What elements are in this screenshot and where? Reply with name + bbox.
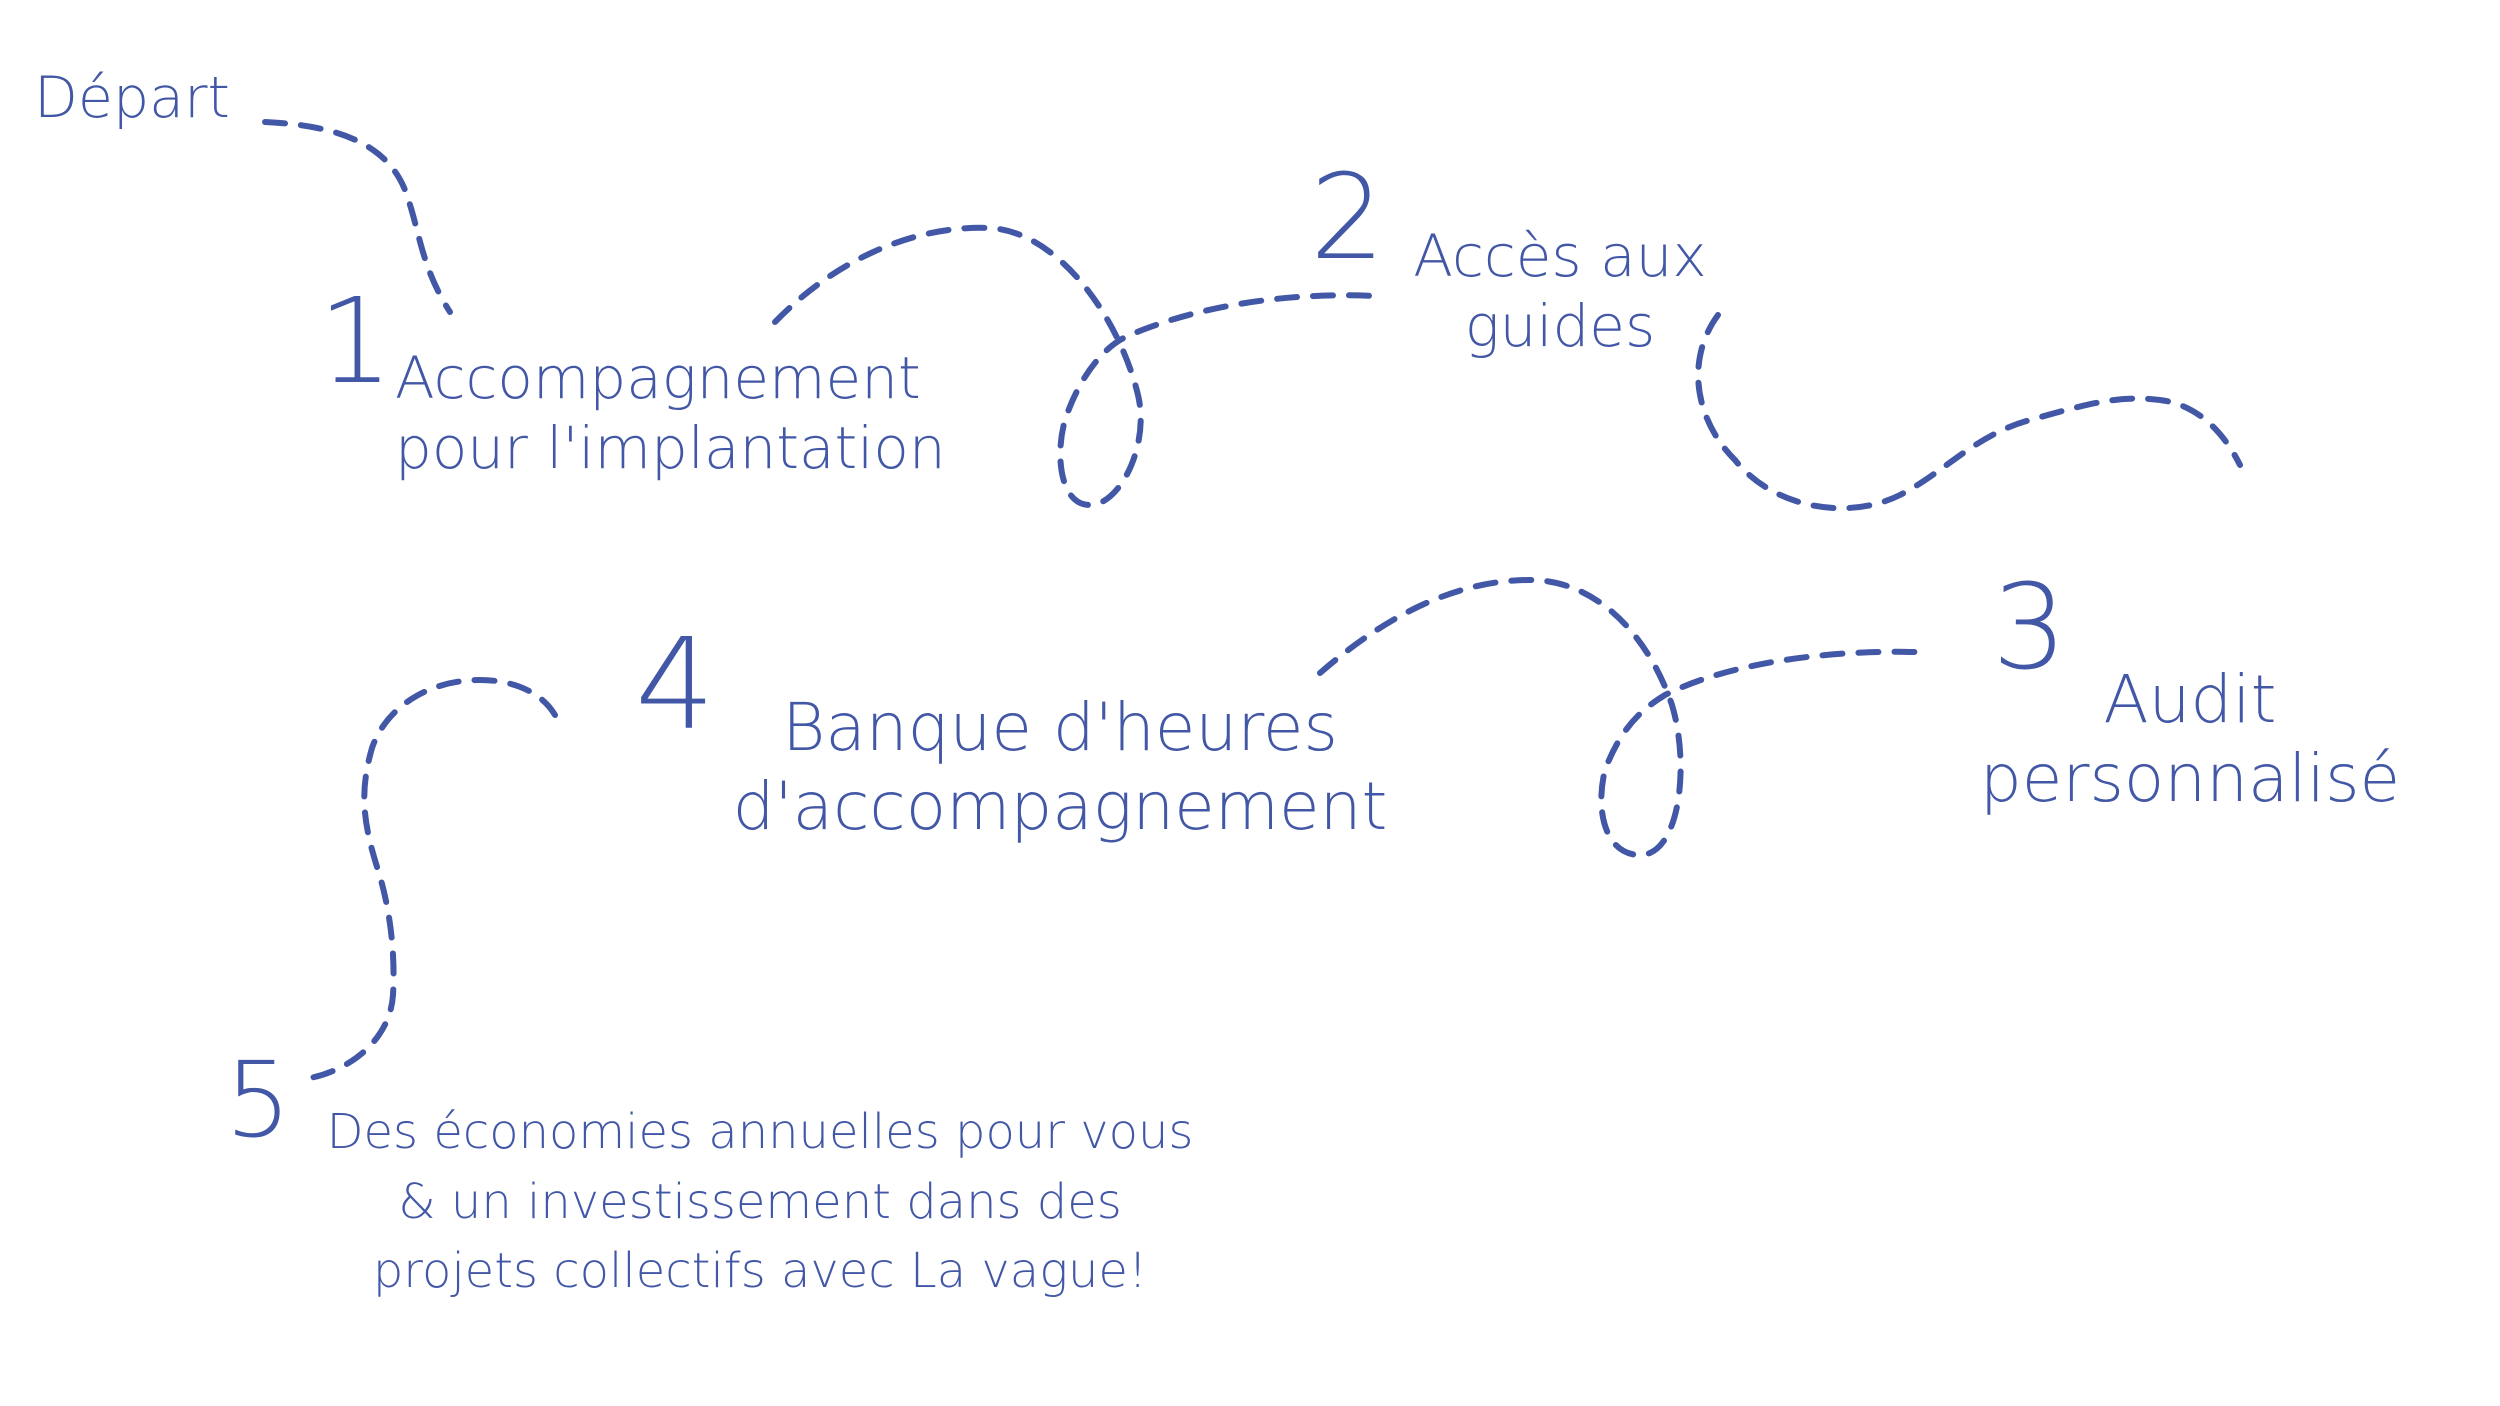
step-3-label-line: personnalisé	[1979, 740, 2401, 818]
step-5-label-line: projets collectifs avec La vague!	[372, 1243, 1148, 1300]
step-5-label: Des économies annuelles pour vous & un i…	[275, 1098, 1245, 1307]
step-5-label-line: Des économies annuelles pour vous	[326, 1104, 1194, 1160]
step-1-label-line: Accompagnement	[395, 344, 921, 412]
step-3-label: Audit personnalisé	[1955, 660, 2425, 818]
step-2-number: 2	[1310, 148, 1386, 286]
path-step-4-to-step-3	[1317, 576, 1918, 859]
step-2-label-line: Accès aux	[1413, 222, 1707, 290]
step-1-number: 1	[318, 272, 394, 410]
path-step-4-to-step-5	[307, 676, 558, 1081]
path-step-1-to-step-2	[772, 224, 1378, 509]
step-5-number: 5	[225, 1039, 292, 1161]
path-start-to-step-1	[262, 119, 453, 315]
step-4-number: 4	[635, 611, 716, 758]
start-label-text: Départ	[34, 65, 230, 131]
step-4-label: Banque d'heures d'accompagnement	[680, 688, 1440, 846]
path-step-2-to-right	[1695, 312, 2243, 512]
step-4-label-line: Banque d'heures	[782, 689, 1338, 766]
step-1-label-line: pour l'implantation	[395, 413, 946, 482]
step-2-label-line: guides	[1464, 291, 1656, 360]
step-5-label-line: & un investissement dans des	[398, 1173, 1122, 1230]
start-label: Départ	[34, 64, 230, 132]
step-1-label: Accompagnement pour l'implantation	[395, 344, 946, 483]
step-2-label: Accès aux guides	[1385, 222, 1735, 361]
step-3-number: 3	[1992, 558, 2068, 696]
step-4-label-line: d'accompagnement	[732, 768, 1388, 846]
step-3-label-line: Audit	[2103, 661, 2277, 738]
